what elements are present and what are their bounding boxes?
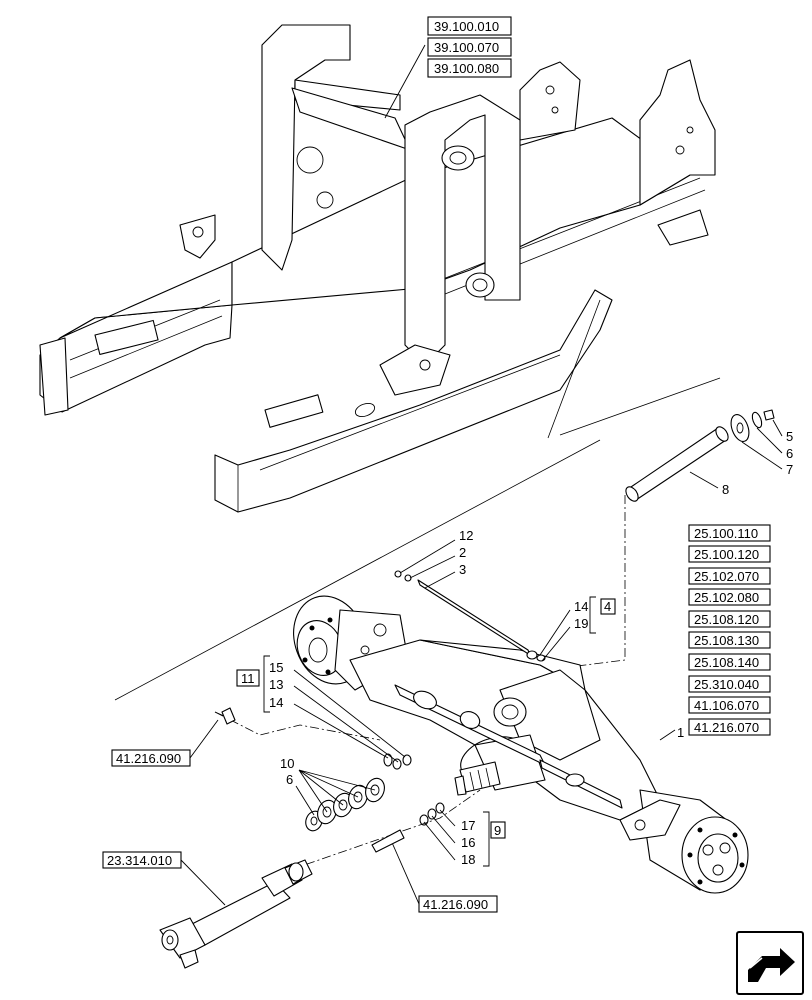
left-grease-fitting: [221, 707, 236, 725]
leader-16: [431, 815, 456, 844]
callout-3: 3: [459, 562, 466, 577]
callout-13: 13: [269, 677, 283, 692]
leader-10: [298, 769, 376, 813]
pin-centerline: [544, 495, 626, 671]
callout-6: 6: [786, 446, 793, 461]
driveshaft-ref-text: 23.314.010: [107, 853, 172, 868]
steering-rod-group: [394, 570, 546, 662]
section-divider: [114, 439, 601, 701]
leader-7: [741, 441, 783, 470]
axle-ref-3: 25.102.070: [694, 569, 759, 584]
callout-9: 9: [494, 823, 501, 838]
driveshaft: [159, 859, 313, 969]
callout-7: 7: [786, 462, 793, 477]
shim-washer-group: [305, 777, 385, 832]
driveshaft-reference[interactable]: 23.314.010: [102, 851, 182, 869]
callout-17: 17: [461, 818, 475, 833]
leader-13: [293, 685, 399, 763]
frame-ref-3: 39.100.080: [434, 61, 499, 76]
axle-ref-9: 41.106.070: [694, 698, 759, 713]
driveshaft-ref-leader: [180, 859, 226, 906]
callout-19: 19: [574, 616, 588, 631]
axle-reference-stack[interactable]: 25.100.110 25.100.120 25.102.070 25.102.…: [688, 524, 771, 736]
callout-15: 15: [269, 660, 283, 675]
callout-5: 5: [786, 429, 793, 444]
frame-ref-1: 39.100.010: [434, 19, 499, 34]
leader-12: [399, 539, 456, 574]
axle-ref-5: 25.108.120: [694, 612, 759, 627]
leader-15: [293, 669, 406, 758]
driveline-centerline: [289, 789, 481, 871]
leader-8: [689, 471, 719, 489]
leader-1: [659, 729, 676, 741]
leader-14-19: [539, 609, 571, 662]
bracket-4: [589, 596, 596, 634]
fitting-group-center: [419, 802, 445, 826]
leader-6: [756, 427, 783, 454]
left-mid-ref-text: 41.216.090: [116, 751, 181, 766]
frame-ref-2: 39.100.070: [434, 40, 499, 55]
axle-ref-8: 25.310.040: [694, 677, 759, 692]
callout-9-box: [490, 821, 506, 839]
leader-18: [423, 821, 456, 861]
frame-reference-stack[interactable]: 39.100.010 39.100.070 39.100.080: [427, 16, 512, 78]
axle-ref-2: 25.100.120: [694, 547, 759, 562]
left-mid-ref-leader: [189, 719, 219, 759]
callout-6b: 6: [286, 772, 293, 787]
bracket-11: [263, 655, 270, 713]
axle-ref-10: 41.216.070: [694, 720, 759, 735]
axle-ref-6: 25.108.130: [694, 633, 759, 648]
next-page-arrow-icon[interactable]: [736, 931, 804, 995]
axle-ref-4: 25.102.080: [694, 590, 759, 605]
bottom-center-ref-leader: [389, 837, 420, 905]
axle-ref-1: 25.100.110: [694, 526, 758, 541]
bottom-grease-fitting: [371, 829, 405, 853]
leader-3: [424, 571, 456, 589]
callout-14b: 14: [269, 695, 283, 710]
left-mid-reference[interactable]: 41.216.090: [111, 749, 191, 767]
callout-11-box: [236, 669, 260, 687]
front-axle-assembly: [293, 595, 749, 894]
frame-detail-pointer: [547, 299, 721, 439]
left-fitting-axis: [214, 711, 234, 721]
callout-11: 11: [241, 671, 255, 686]
callout-4: 4: [604, 599, 611, 614]
callout-2: 2: [459, 545, 466, 560]
leader-2: [409, 555, 456, 579]
callout-16: 16: [461, 835, 475, 850]
pivot-pin-group: [625, 409, 775, 502]
bottom-center-reference[interactable]: 41.216.090: [418, 895, 498, 913]
leader-17: [439, 809, 456, 827]
callout-18: 18: [461, 852, 475, 867]
leader-14b: [293, 703, 389, 759]
bottom-center-ref-text: 41.216.090: [423, 897, 488, 912]
frame-ref-leader: [384, 44, 426, 119]
bracket-9: [483, 811, 490, 867]
callout-8: 8: [722, 482, 729, 497]
leader-5: [772, 419, 783, 437]
callout-4-box: [600, 598, 616, 615]
callout-10: 10: [280, 756, 294, 771]
tractor-frame-assembly: [39, 24, 716, 513]
callout-1: 1: [677, 725, 684, 740]
fitting-group-left: [383, 753, 412, 770]
axle-ref-7: 25.108.140: [694, 655, 759, 670]
left-centerline: [214, 711, 381, 741]
leader-6b: [295, 785, 315, 816]
callout-12: 12: [459, 528, 473, 543]
callout-14: 14: [574, 599, 588, 614]
